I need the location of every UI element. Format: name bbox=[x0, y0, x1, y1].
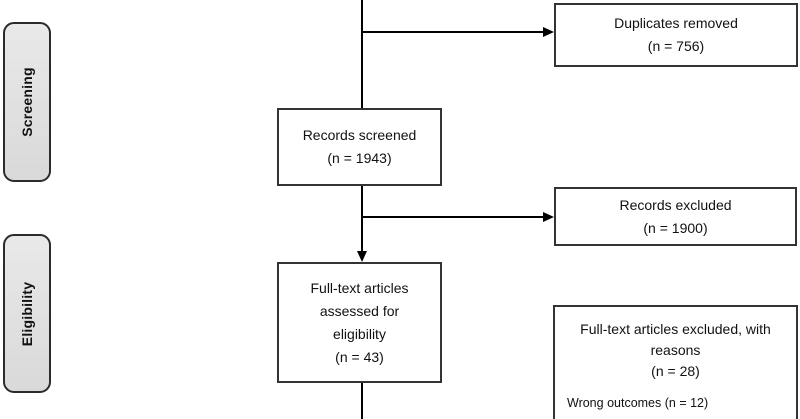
fulltext-assessed-box: Full-text articles assessed for eligibil… bbox=[277, 262, 442, 383]
connector-to-excluded-line bbox=[362, 216, 544, 218]
connector-to-duplicates-line bbox=[362, 31, 544, 33]
fulltext-assessed-count: (n = 43) bbox=[335, 348, 384, 365]
records-screened-box: Records screened (n = 1943) bbox=[277, 108, 442, 186]
fulltext-excluded-label-line2: reasons bbox=[650, 342, 701, 358]
duplicates-removed-label: Duplicates removed bbox=[614, 15, 738, 31]
fulltext-excluded-box: Full-text articles excluded, with reason… bbox=[553, 305, 798, 419]
records-excluded-count: (n = 1900) bbox=[643, 219, 708, 236]
fulltext-assessed-label-line2: assessed for bbox=[319, 302, 400, 319]
duplicates-removed-box: Duplicates removed (n = 756) bbox=[554, 3, 798, 67]
exclusion-reason-wrong-outcomes: Wrong outcomes (n = 12) bbox=[567, 396, 709, 410]
connector-bottom-vertical-line bbox=[361, 383, 363, 419]
records-excluded-box: Records excluded (n = 1900) bbox=[554, 187, 797, 246]
arrowhead-to-duplicates-icon bbox=[543, 27, 554, 37]
stage-label-eligibility-text: Eligibility bbox=[19, 281, 35, 346]
records-screened-count: (n = 1943) bbox=[327, 150, 392, 166]
fulltext-excluded-label-line1: Full-text articles excluded, with bbox=[580, 321, 771, 337]
stage-label-eligibility: Eligibility bbox=[3, 234, 51, 393]
stage-label-screening: Screening bbox=[3, 22, 51, 182]
stage-label-screening-text: Screening bbox=[19, 67, 35, 137]
arrowhead-to-assessed-icon bbox=[357, 251, 367, 262]
connector-top-vertical-line bbox=[361, 0, 363, 108]
records-screened-label: Records screened bbox=[302, 127, 417, 143]
records-excluded-label: Records excluded bbox=[619, 196, 732, 213]
fulltext-assessed-label-line3: eligibility bbox=[333, 325, 386, 342]
connector-screened-to-assessed-line bbox=[361, 186, 363, 252]
arrowhead-to-excluded-icon bbox=[543, 212, 554, 222]
fulltext-excluded-count: (n = 28) bbox=[651, 363, 700, 379]
duplicates-removed-count: (n = 756) bbox=[647, 38, 705, 54]
fulltext-assessed-label-line1: Full-text articles bbox=[310, 279, 409, 296]
